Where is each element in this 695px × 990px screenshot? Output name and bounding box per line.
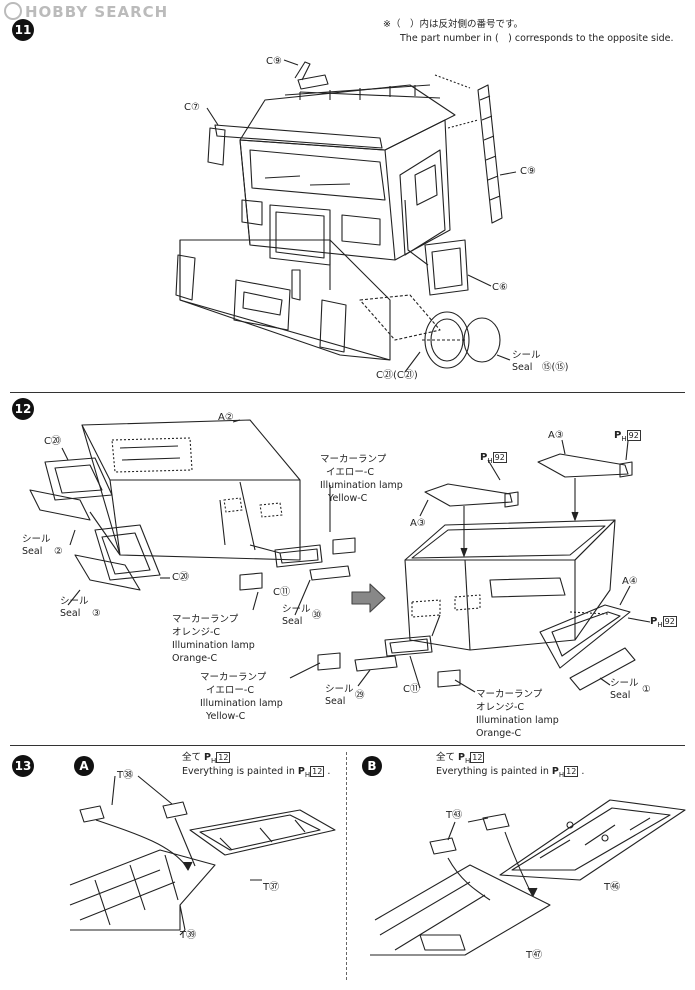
label-t57: T㊼ (526, 950, 543, 961)
label-a3-mid: A③ (410, 518, 426, 529)
step-12-badge: 12 (12, 398, 34, 420)
label-t55: T㊲ (263, 882, 280, 893)
label-c9-top: C⑨ (266, 56, 282, 67)
cab-drawing (175, 59, 517, 373)
label-seal3-jp: シール (60, 596, 89, 607)
label-seal1-en: Seal (610, 690, 631, 701)
label-marker-orange-en: Illumination lamp (172, 640, 255, 651)
label-marker-orange2-jp2: オレンジ-C (476, 702, 525, 713)
label-seal15-jp: シール (512, 350, 541, 361)
step-11-badge: 11 (12, 19, 34, 41)
bed-left-drawing (29, 419, 356, 616)
header-note-jp: ※（ ）内は反対側の番号です。 (383, 19, 524, 30)
label-seal2-num: ② (54, 546, 63, 557)
label-marker-yellow2-jp: マーカーランプ (200, 672, 267, 683)
label-seal2-jp: シール (22, 534, 51, 545)
frame-b-drawing (370, 799, 686, 956)
watermark-text: HOBBY SEARCH (25, 3, 169, 21)
label-seal2-en: Seal (22, 546, 43, 557)
label-t58: T㊳ (117, 770, 134, 781)
label-seal30-en: Seal (282, 616, 303, 627)
label-t43: T㊸ (446, 810, 463, 821)
label-c6: C⑥ (492, 282, 508, 293)
label-a2: A② (218, 412, 234, 423)
label-marker-orange2-en2: Orange-C (476, 728, 522, 739)
divider-step-12 (10, 392, 685, 393)
label-c11-left: C⑪ (273, 587, 290, 598)
label-seal30-num: ㉚ (312, 610, 322, 621)
label-marker-orange-jp: マーカーランプ (172, 614, 239, 625)
label-marker-orange-en2: Orange-C (172, 653, 218, 664)
hobby-search-icon (4, 2, 22, 20)
label-marker-orange2-en: Illumination lamp (476, 715, 559, 726)
label-marker-yellow-jp2: イエロー-C (326, 467, 374, 478)
label-seal15-en: Seal (512, 362, 533, 373)
label-seal15-num: ⑮(⑮) (542, 362, 569, 373)
label-seal3-en: Seal (60, 608, 81, 619)
label-marker-yellow2-en: Illumination lamp (200, 698, 283, 709)
label-c11-right: C⑪ (403, 684, 420, 695)
label-seal1-jp: シール (610, 678, 639, 689)
label-seal1-num: ① (642, 684, 651, 695)
label-c20-bottom: C⑳ (172, 572, 189, 583)
label-marker-yellow2-en2: Yellow-C (206, 711, 246, 722)
header-note-en: The part number in ( ) corresponds to th… (400, 33, 674, 44)
label-marker-yellow2-jp2: イエロー-C (206, 685, 254, 696)
label-seal3-num: ③ (92, 608, 101, 619)
sub-step-a-badge: A (74, 756, 94, 776)
label-c21: C㉑(C㉑) (376, 370, 418, 381)
label-c7: C⑦ (184, 102, 200, 113)
sub-step-b-badge: B (362, 756, 382, 776)
label-marker-yellow-en: Illumination lamp (320, 480, 403, 491)
label-marker-yellow-en2: Yellow-C (328, 493, 368, 504)
divider-step-13 (10, 745, 685, 746)
label-t56: T㊻ (604, 882, 621, 893)
label-a3-top: A③ (548, 430, 564, 441)
label-t54: T㊴ (180, 930, 197, 941)
label-c20-top: C⑳ (44, 436, 61, 447)
label-seal29-en: Seal (325, 696, 346, 707)
label-seal30-jp: シール (282, 604, 311, 615)
label-marker-orange-jp2: オレンジ-C (172, 627, 221, 638)
label-seal29-jp: シール (325, 684, 354, 695)
frame-a-drawing (69, 775, 336, 936)
label-marker-orange2-jp: マーカーランプ (476, 689, 543, 700)
bed-right-drawing (289, 439, 651, 693)
step-13-badge: 13 (12, 755, 34, 777)
watermark-logo: HOBBY SEARCH (4, 2, 168, 21)
direction-arrow (351, 583, 386, 613)
label-c9-right: C⑨ (520, 166, 536, 177)
divider-13-ab (346, 752, 347, 980)
label-seal29-num: ㉙ (355, 690, 365, 701)
label-marker-yellow-jp: マーカーランプ (320, 454, 387, 465)
label-a4: A④ (622, 576, 638, 587)
